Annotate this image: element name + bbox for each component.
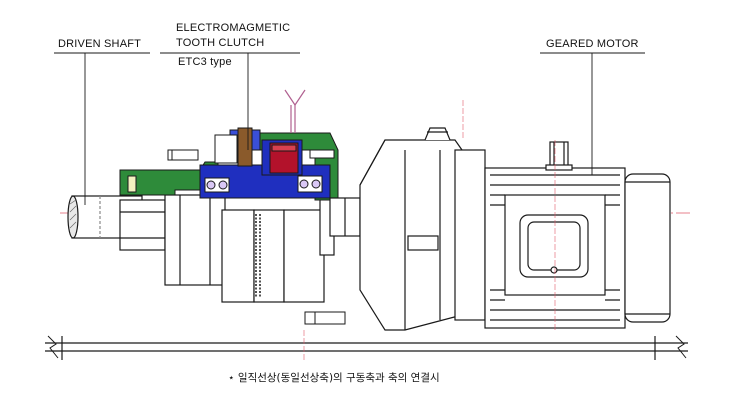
electric-motor <box>484 141 671 329</box>
clutch-hub <box>119 194 226 286</box>
bolts <box>167 149 346 325</box>
gear-reducer <box>359 127 486 331</box>
driven-shaft <box>67 195 143 239</box>
caption: ⋆ 일직선상(동일선상축)의 구동축과 축의 연결시 <box>228 372 440 384</box>
base-plate <box>45 336 688 360</box>
clutch-coil <box>269 142 299 174</box>
armature-disc <box>214 127 253 167</box>
geared-motor-label: GEARED MOTOR <box>546 38 639 50</box>
bearings <box>204 175 323 193</box>
clutch-type-label: ETC3 type <box>178 56 232 68</box>
break-symbol-icon <box>47 335 687 359</box>
lifting-eye-icon <box>284 89 306 133</box>
driven-shaft-label: DRIVEN SHAFT <box>58 38 142 50</box>
clutch-label-line2: TOOTH CLUTCH <box>176 37 265 49</box>
leader-lines <box>54 52 645 205</box>
construction-lines <box>303 100 556 360</box>
clutch-rotor <box>221 194 335 303</box>
clutch-label-line1: ELECTROMAGMETIC <box>176 22 291 34</box>
coupling <box>329 197 361 237</box>
